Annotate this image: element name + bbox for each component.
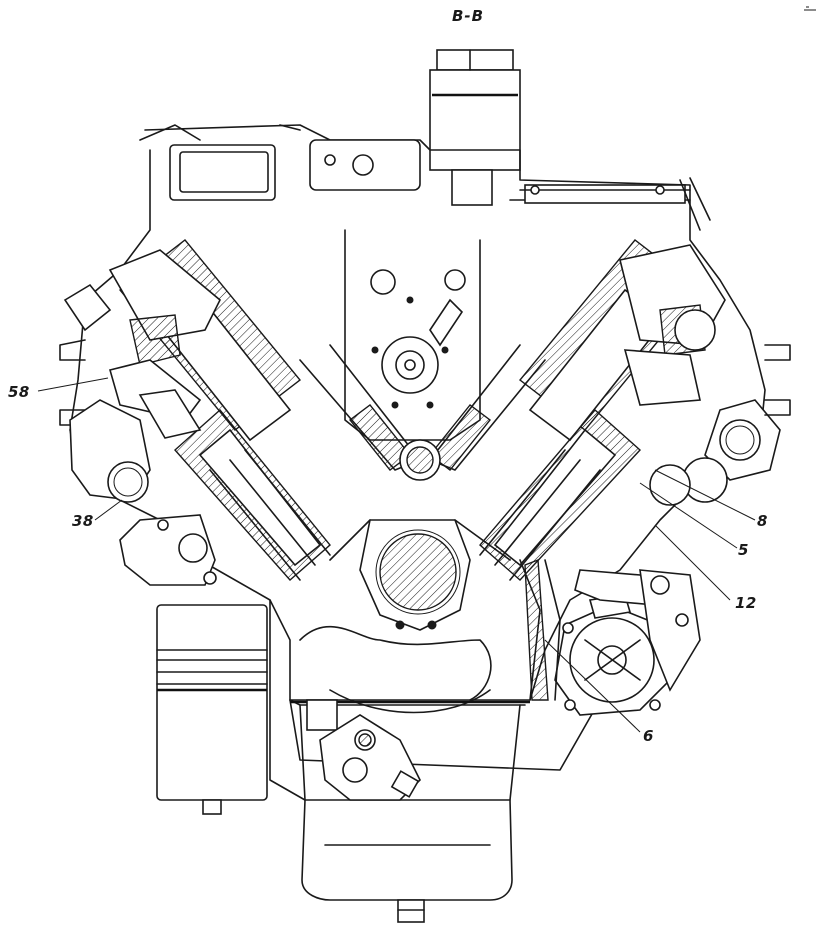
right-exhaust-manifold <box>649 344 791 506</box>
left-valve-gear <box>108 249 221 439</box>
crankshaft-journal <box>329 519 511 631</box>
callout-6: 6 <box>643 727 654 745</box>
section-title: В-В <box>452 7 485 25</box>
oil-reservoir <box>429 49 521 206</box>
callout-5: 5 <box>738 541 749 559</box>
top-manifold <box>139 124 711 231</box>
corner-mark <box>804 6 816 11</box>
right-pipe-fitting <box>574 569 701 692</box>
callout-38: 38 <box>72 512 94 530</box>
callout-8: 8 <box>757 512 768 530</box>
oil-sump-pan <box>299 704 521 923</box>
right-valve-gear <box>619 244 726 406</box>
camshaft-assembly <box>344 229 481 481</box>
oil-filter <box>156 604 268 815</box>
left-fittings <box>59 339 217 586</box>
right-block-edge <box>519 559 561 701</box>
callout-12: 12 <box>735 594 757 612</box>
oil-pump <box>306 699 421 801</box>
callout-leaders <box>37 377 756 733</box>
callout-58: 58 <box>8 383 30 401</box>
left-exhaust-manifold <box>63 283 151 503</box>
